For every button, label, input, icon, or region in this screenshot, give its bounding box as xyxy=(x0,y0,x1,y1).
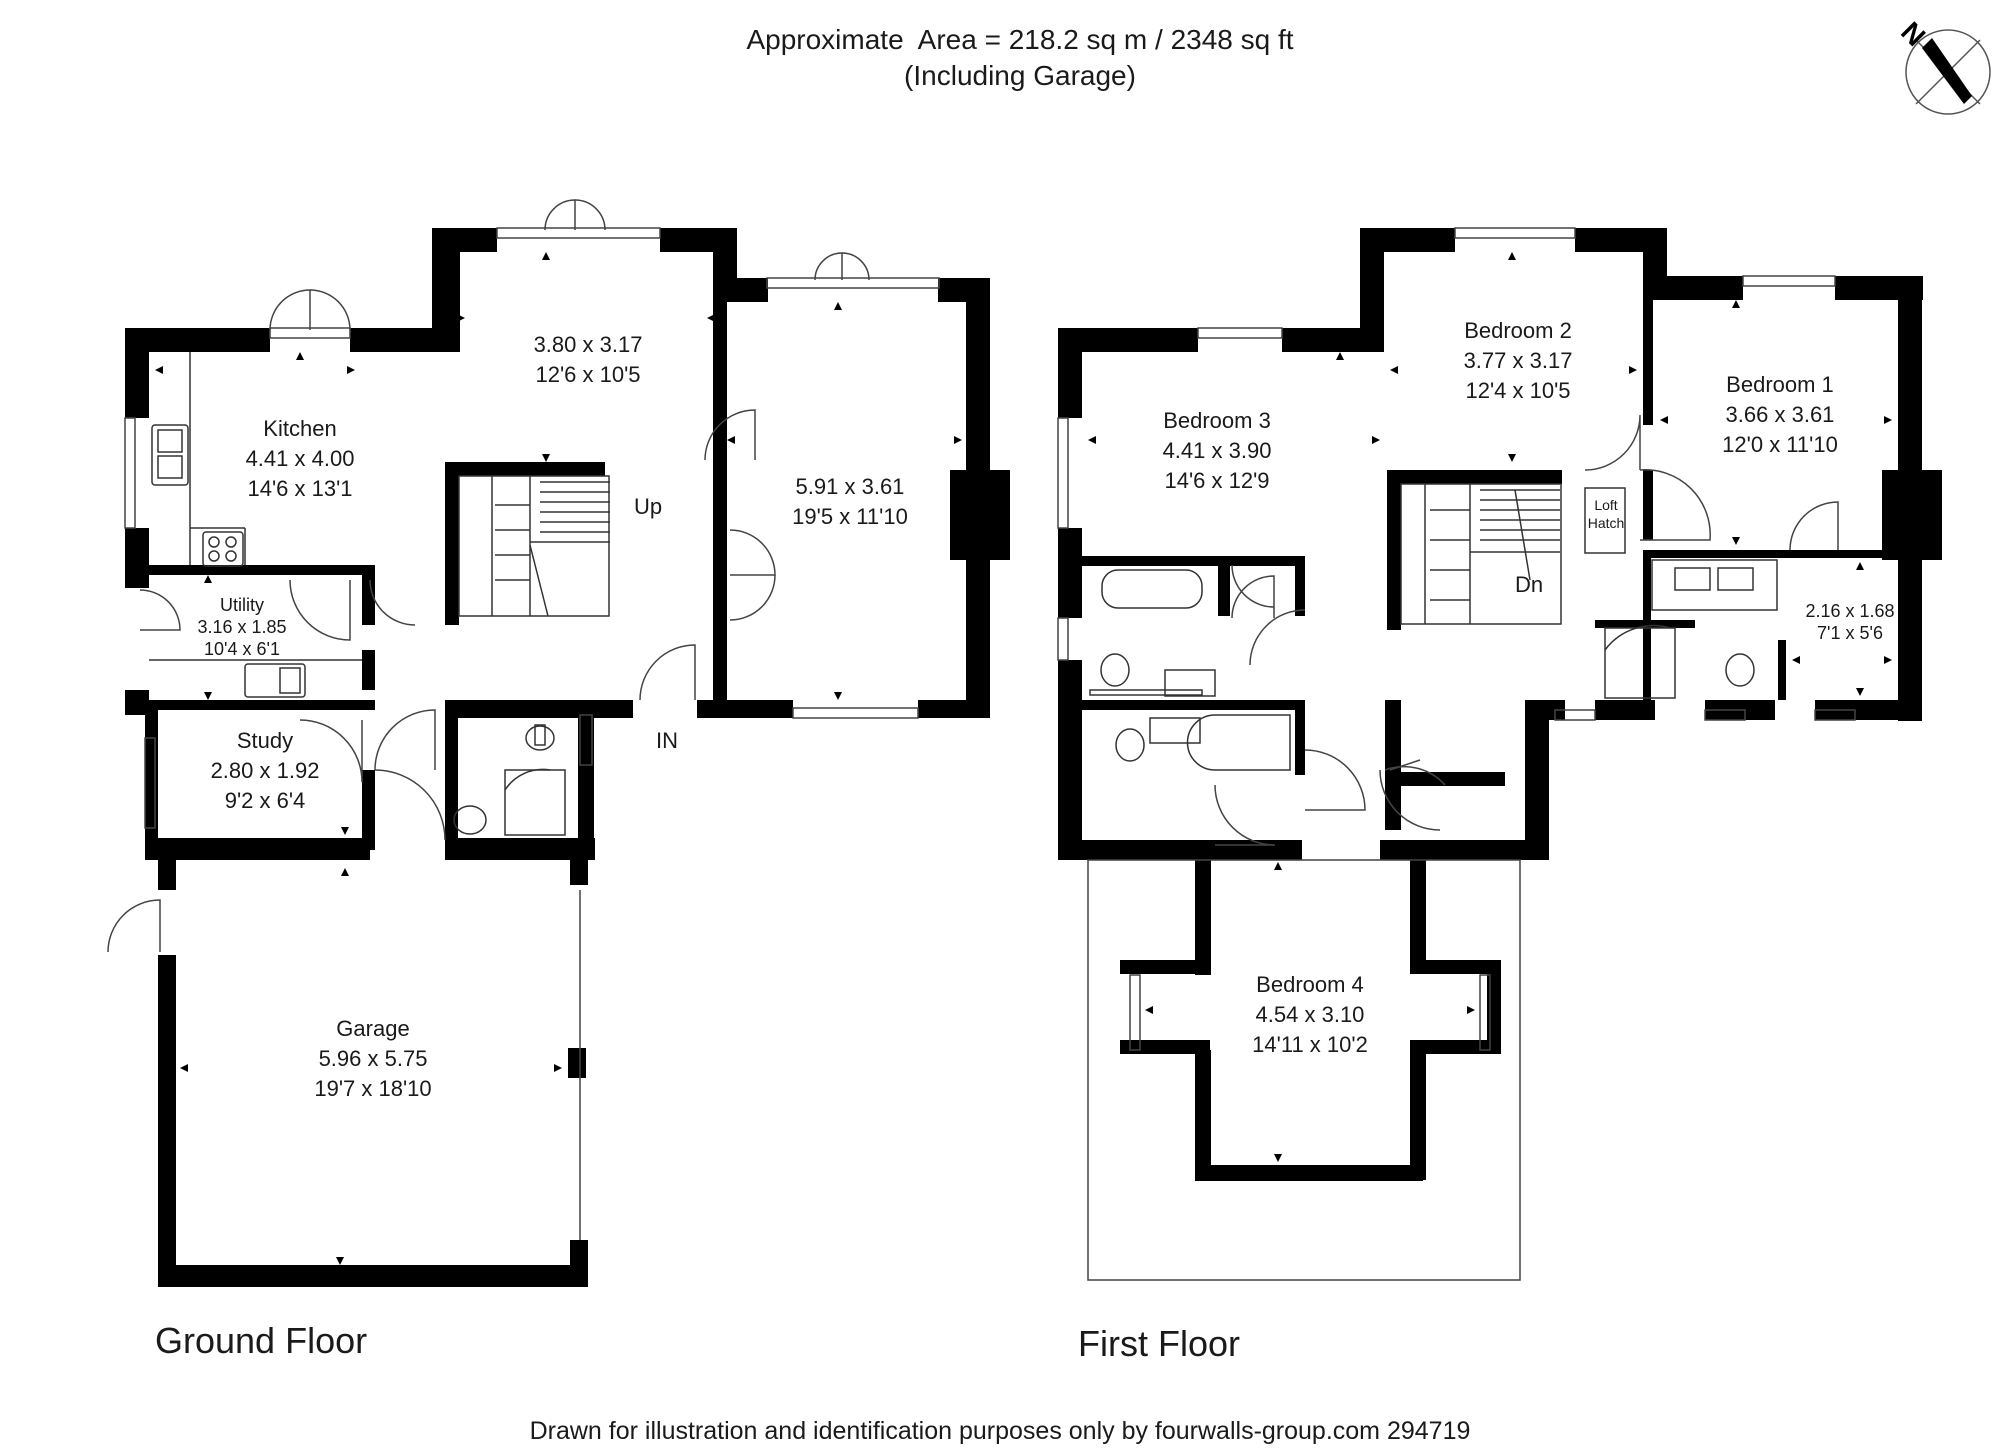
stairs-up-label: Up xyxy=(634,494,663,519)
room-name: Kitchen xyxy=(263,416,337,441)
room-kitchen: Kitchen 4.41 x 4.00 14'6 x 13'1 xyxy=(246,414,355,504)
room-name: Bedroom 1 xyxy=(1726,372,1834,397)
room-bedroom-1: Bedroom 1 3.66 x 3.61 12'0 x 11'10 xyxy=(1722,370,1838,460)
room-name: Bedroom 3 xyxy=(1163,408,1271,433)
room-imperial: 9'2 x 6'4 xyxy=(224,788,306,813)
room-name: Bedroom 2 xyxy=(1464,318,1572,343)
windows-and-doors xyxy=(107,199,1856,1240)
room-imperial: 12'4 x 10'5 xyxy=(1465,378,1571,403)
footer-disclaimer: Drawn for illustration and identificatio… xyxy=(529,1417,1471,1445)
room-name: Garage xyxy=(336,1016,410,1041)
room-metric: 4.54 x 3.10 xyxy=(1255,1002,1365,1027)
room-imperial: 7'1 x 5'6 xyxy=(1817,623,1883,643)
room-living: 5.91 x 3.61 19'5 x 11'10 xyxy=(792,472,908,532)
room-imperial: 14'6 x 12'9 xyxy=(1164,468,1270,493)
room-metric: 5.91 x 3.61 xyxy=(795,474,905,499)
walls xyxy=(125,228,1942,1287)
room-ensuite: 2.16 x 1.68 7'1 x 5'6 xyxy=(1805,600,1894,644)
room-imperial: 19'5 x 11'10 xyxy=(792,504,908,529)
room-utility: Utility 3.16 x 1.85 10'4 x 6'1 xyxy=(197,594,286,660)
area-summary: Approximate Area = 218.2 sq m / 2348 sq … xyxy=(746,24,1294,55)
room-imperial: 10'4 x 6'1 xyxy=(204,639,280,659)
room-metric: 3.80 x 3.17 xyxy=(533,332,643,357)
loft-hatch-line-2: Hatch xyxy=(1587,515,1625,531)
projection-outline xyxy=(1087,859,1521,1281)
garage-note: (Including Garage) xyxy=(904,60,1136,91)
room-imperial: 19'7 x 18'10 xyxy=(314,1076,432,1101)
room-imperial: 14'11 x 10'2 xyxy=(1252,1032,1368,1057)
room-metric: 3.66 x 3.61 xyxy=(1725,402,1835,427)
room-metric: 3.77 x 3.17 xyxy=(1463,348,1573,373)
room-imperial: 14'6 x 13'1 xyxy=(247,476,353,501)
room-study: Study 2.80 x 1.92 9'2 x 6'4 xyxy=(211,726,320,816)
room-name: Study xyxy=(236,728,294,753)
room-bedroom-2: Bedroom 2 3.77 x 3.17 12'4 x 10'5 xyxy=(1464,316,1573,406)
ground-floor-label: Ground Floor xyxy=(155,1320,368,1361)
first-floor-stairs xyxy=(1400,483,1562,625)
stairs-down-label: Dn xyxy=(1515,572,1544,597)
room-name: Bedroom 4 xyxy=(1256,972,1364,997)
room-metric: 4.41 x 4.00 xyxy=(245,446,355,471)
room-dining: 3.80 x 3.17 12'6 x 10'5 xyxy=(534,330,643,390)
first-floor-label: First Floor xyxy=(1078,1323,1240,1364)
room-garage: Garage 5.96 x 5.75 19'7 x 18'10 xyxy=(314,1014,431,1104)
fixtures xyxy=(149,352,1778,836)
room-metric: 5.96 x 5.75 xyxy=(318,1046,428,1071)
loft-hatch-label: Loft Hatch xyxy=(1588,496,1625,532)
dimension-ticks xyxy=(155,252,1892,1265)
room-bedroom-4: Bedroom 4 4.54 x 3.10 14'11 x 10'2 xyxy=(1252,970,1368,1060)
north-arrow-icon: N xyxy=(1895,16,1991,115)
room-imperial: 12'0 x 11'10 xyxy=(1722,432,1838,457)
room-bedroom-3: Bedroom 3 4.41 x 3.90 14'6 x 12'9 xyxy=(1163,406,1272,496)
room-metric: 2.16 x 1.68 xyxy=(1805,601,1895,621)
room-metric: 4.41 x 3.90 xyxy=(1162,438,1272,463)
room-metric: 2.80 x 1.92 xyxy=(210,758,320,783)
entrance-label: IN xyxy=(656,728,678,753)
room-name: Utility xyxy=(219,595,264,615)
ground-floor-stairs xyxy=(458,475,610,617)
room-metric: 3.16 x 1.85 xyxy=(197,617,287,637)
loft-hatch-line-1: Loft xyxy=(1594,497,1618,513)
room-imperial: 12'6 x 10'5 xyxy=(535,362,641,387)
